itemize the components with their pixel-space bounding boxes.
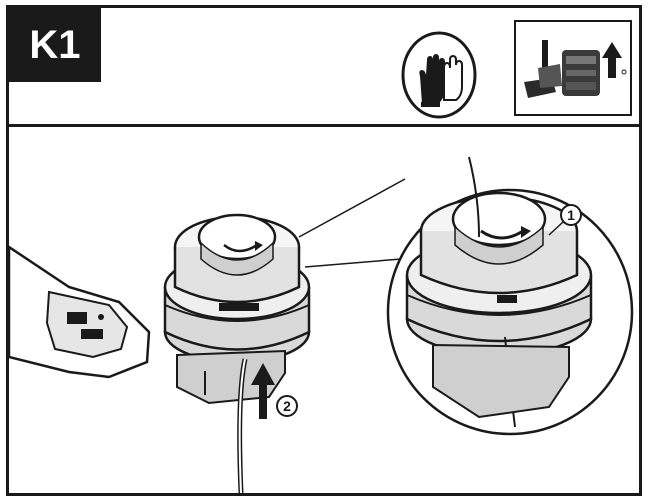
callout-2-circle bbox=[276, 395, 298, 417]
spool-head-left bbox=[163, 213, 311, 405]
detail-zoom-view bbox=[386, 156, 634, 436]
push-up-arrow-icon bbox=[251, 363, 275, 419]
instruction-panel: K1 bbox=[6, 5, 642, 496]
step-badge: K1 bbox=[9, 8, 101, 82]
up-arrow-icon bbox=[602, 42, 622, 78]
trimmer-head-illustration: 2 1 bbox=[9, 156, 634, 493]
gloves-icon bbox=[401, 31, 477, 119]
callout-1: 1 bbox=[567, 207, 575, 223]
callout-2: 2 bbox=[283, 398, 291, 414]
panel-header: K1 bbox=[9, 8, 639, 127]
remove-battery-icon-box bbox=[514, 20, 632, 116]
callout-1-circle bbox=[560, 204, 582, 226]
remove-battery-icon bbox=[524, 40, 627, 98]
